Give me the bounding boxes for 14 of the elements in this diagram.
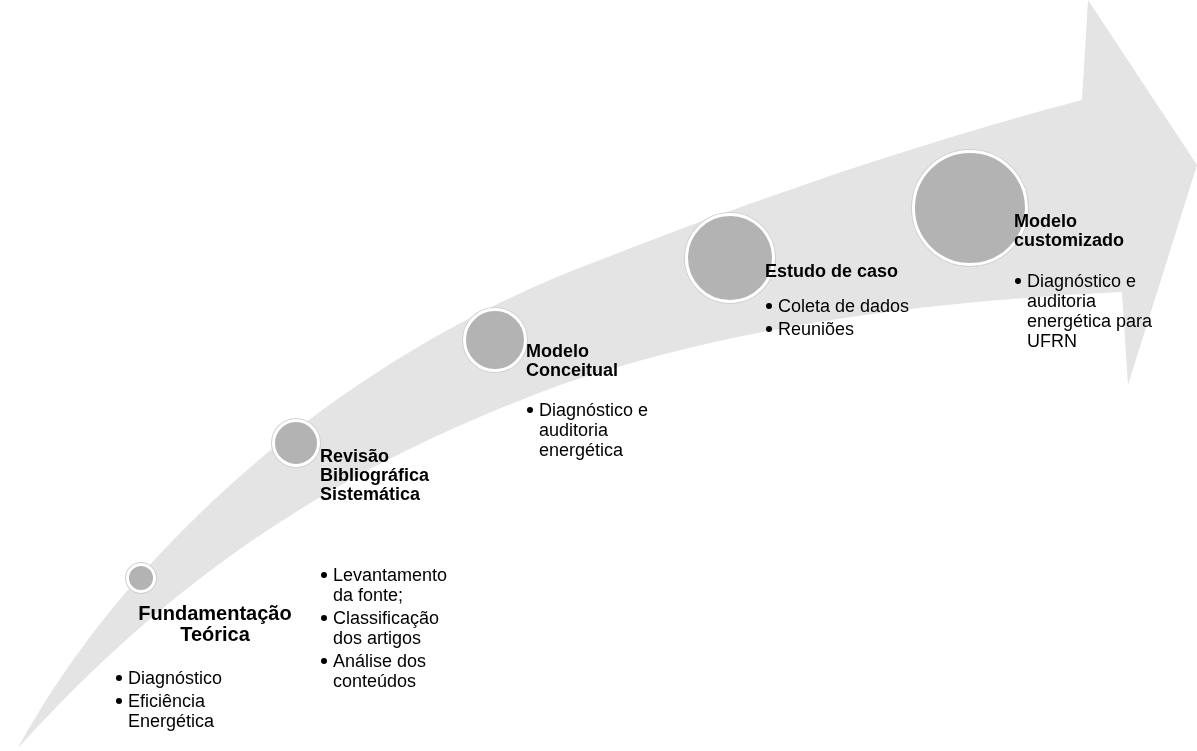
- stage-heading: Revisão Bibliográfica Sistemática: [320, 447, 431, 504]
- bullet-text: Classificação dos artigos: [333, 608, 441, 648]
- bullet-text: Diagnóstico e auditoria energética para UFRN: [1027, 271, 1154, 351]
- bullet-text: Diagnóstico e auditoria energética: [539, 400, 650, 460]
- stage-heading: Fundamentação Teórica: [137, 603, 293, 645]
- stage-heading: Estudo de caso: [765, 262, 900, 281]
- stage-heading: Modelo Conceitual: [526, 342, 619, 380]
- bullet-text: Coleta de dados: [778, 296, 910, 316]
- stage-heading: Modelo customizado: [1014, 212, 1125, 250]
- bullet-text: Eficiência Energética: [128, 691, 216, 731]
- bullet-text: Levantamento da fonte;: [333, 565, 449, 605]
- bullet-text: Análise dos conteúdos: [333, 651, 428, 691]
- bullet-text: Reuniões: [778, 319, 855, 339]
- bullet-text: Diagnóstico: [128, 668, 223, 688]
